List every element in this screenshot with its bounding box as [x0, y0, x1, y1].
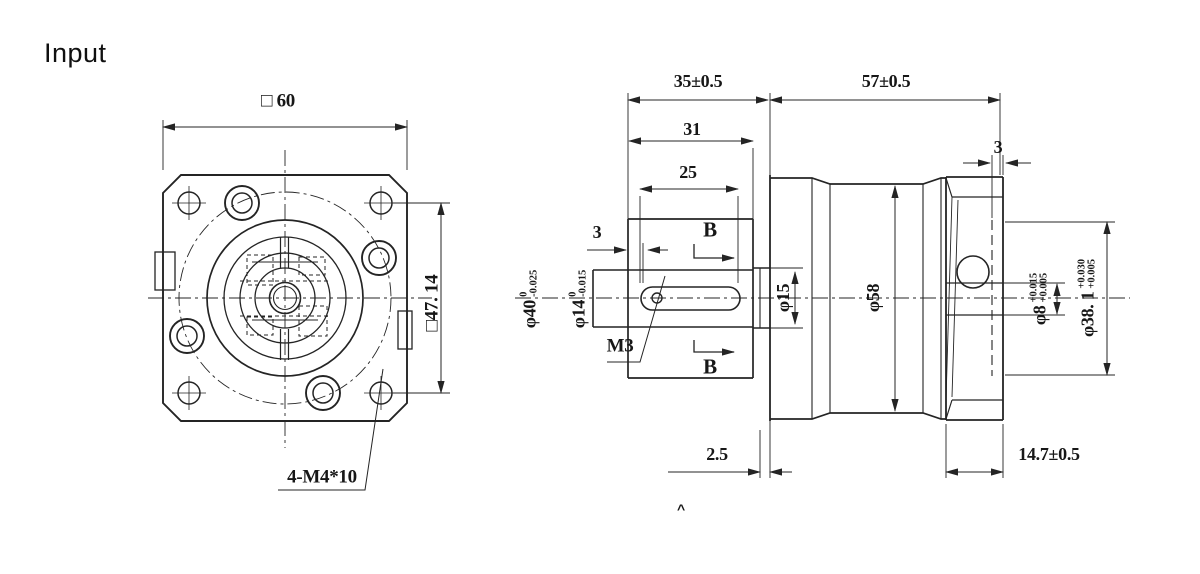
dia-pilot-main: φ40	[519, 299, 539, 329]
m3-leader	[607, 275, 666, 363]
dia-input-bore-tolerance: 0 -0.015	[568, 269, 589, 297]
clamp-slits	[279, 237, 290, 360]
dia-input-bore: φ14 0 -0.015	[568, 269, 589, 329]
section-label-bottom: B	[703, 354, 717, 379]
side-view	[515, 93, 1130, 478]
dim-keyway-length: 25	[679, 162, 697, 182]
phi15-ext	[770, 267, 803, 329]
rear-flange-hole	[956, 255, 990, 289]
section-label-top: B	[703, 217, 717, 242]
dim147-ext	[945, 424, 1004, 478]
dim-rear-length: 14.7±0.5	[1018, 444, 1080, 464]
dia-pilot-lower: -0.025	[528, 269, 539, 297]
barrel-joints	[811, 178, 942, 419]
dia-input-bore-lower: -0.015	[577, 269, 588, 297]
dim-input-length: 35±0.5	[673, 71, 723, 91]
thread-label-m3: M3	[606, 335, 634, 357]
note-corner-holes: 4-M4*10	[287, 466, 357, 488]
rear-chamfer-edges	[945, 177, 1003, 420]
dim-flange-lip: 2.5	[706, 444, 728, 464]
dia-center-bore-main: φ8	[1029, 305, 1049, 326]
barrel-top	[770, 177, 946, 185]
dia-input-bore-main: φ14	[568, 299, 588, 329]
neck-lines	[753, 267, 770, 329]
dia-neck: φ15	[773, 283, 793, 313]
section-b-bottom	[693, 340, 735, 356]
drawing-title: Input	[44, 38, 107, 68]
dim25-ext	[639, 196, 739, 283]
dim3sp-ext	[991, 155, 1004, 218]
dim-bolt-spacing: □47. 14	[421, 274, 443, 332]
dim-pilot-length: 31	[683, 119, 701, 139]
rear-corner-slants	[945, 196, 959, 401]
caret-mark: ^	[677, 501, 685, 517]
input-bore-lines	[592, 269, 753, 328]
front-view	[148, 120, 450, 491]
barrel-bottom	[770, 412, 946, 420]
dia-center-bore-tolerance: +0.015 +0.005	[1029, 272, 1050, 303]
dia-pilot-tolerance: 0 -0.025	[519, 269, 540, 297]
left-tab	[154, 251, 176, 291]
counterbore-holes	[169, 185, 397, 411]
corner-m4-holes	[172, 186, 398, 410]
center-bore-lines	[946, 282, 1003, 316]
keyway-slot	[640, 286, 741, 311]
dim-keyway-offset: 3	[592, 222, 602, 242]
dim-square-size: □ 60	[260, 90, 296, 112]
m4-leader	[278, 368, 384, 491]
right-tab	[397, 310, 413, 350]
pilot-body	[627, 218, 754, 379]
section-b-top	[693, 244, 735, 262]
dia-spigot: φ38. 1 +0.030 +0.005	[1077, 258, 1098, 338]
flange-outline	[162, 174, 408, 422]
rear-flange	[945, 176, 1004, 421]
dia-spigot-tolerance: +0.030 +0.005	[1077, 258, 1098, 289]
phi381-ext	[1005, 221, 1115, 376]
dim-body-length: 57±0.5	[861, 71, 911, 91]
dim-spigot-depth: 3	[993, 137, 1003, 157]
dia-center-bore-lower: +0.005	[1038, 272, 1049, 303]
dia-center-bore: φ8 +0.015 +0.005	[1029, 272, 1050, 326]
dia-spigot-lower: +0.005	[1086, 258, 1097, 289]
dia-spigot-main: φ38. 1	[1077, 291, 1097, 338]
dia-body: φ58	[863, 283, 883, 313]
dia-pilot: φ40 0 -0.025	[519, 269, 540, 329]
